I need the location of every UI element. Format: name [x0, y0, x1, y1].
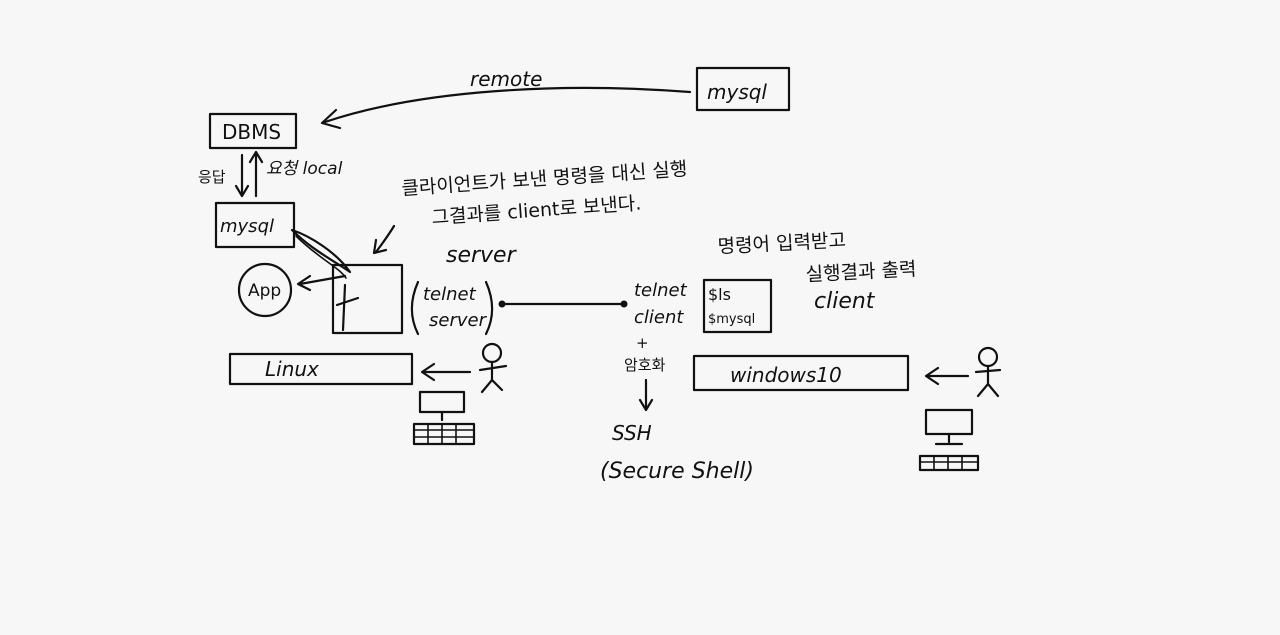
mysql-remote-box [695, 66, 791, 112]
telnet-server-line2: server [429, 310, 488, 331]
connection-dot-left [498, 300, 506, 308]
server-note-arrow [374, 224, 396, 254]
request-arrowhead [248, 150, 264, 164]
mysql-local-box [214, 201, 296, 249]
telnet-client-line2: client [634, 307, 684, 328]
app-label: App [248, 281, 281, 301]
remote-arrowhead [320, 108, 342, 130]
command-box [702, 278, 773, 334]
linux-user-arrowhead [420, 362, 436, 382]
dbms-label: DBMS [222, 120, 281, 144]
left-user-icon [478, 342, 508, 394]
right-computer-icon [918, 408, 980, 472]
server-program-cross [335, 283, 360, 332]
windows-user-arrowhead [924, 366, 940, 386]
encryption-label: 암호화 [624, 356, 666, 374]
mysql-remote-label: mysql [707, 80, 767, 104]
linux-box [228, 352, 414, 386]
mysql-link [290, 228, 352, 274]
telnet-server-bracket-left [410, 280, 420, 336]
command-mysql: $mysql [708, 312, 755, 327]
telnet-client-line1: telnet [634, 280, 688, 301]
server-heading: server [446, 243, 518, 268]
remote-arrow [323, 86, 692, 124]
client-heading: client [814, 289, 876, 314]
response-arrowhead [234, 184, 250, 198]
client-note-line2: 실행결과 출력 [805, 258, 917, 286]
ssh-arrowhead [638, 398, 654, 412]
app-arrowhead [296, 274, 312, 292]
windows-box [692, 354, 910, 392]
linux-label: Linux [265, 357, 319, 381]
connection-dot-right [620, 300, 628, 308]
windows-label: windows10 [730, 363, 842, 387]
mysql-local-label: mysql [220, 216, 274, 237]
ssh-label: SSH [612, 421, 652, 445]
command-ls: $ls [708, 285, 731, 304]
secure-shell-label: (Secure Shell) [600, 459, 754, 484]
server-note-line2: 그결과를 client로 보낸다. [431, 192, 642, 229]
right-user-icon [974, 346, 1002, 398]
left-computer-icon [412, 390, 476, 446]
client-note-line1: 명령어 입력받고 [717, 229, 846, 258]
mysql-link-outer [295, 235, 347, 279]
dbms-box [208, 112, 298, 150]
app-arrow [298, 274, 347, 286]
server-note-line1: 클라이언트가 보낸 명령을 대신 실행 [401, 158, 688, 200]
response-label: 응답 [198, 168, 226, 186]
app-circle [237, 262, 293, 318]
server-note-arrowhead [372, 238, 388, 255]
remote-label: remote [470, 67, 542, 91]
request-local-label: 요청 local [266, 159, 343, 179]
telnet-server-line1: telnet [423, 284, 477, 305]
telnet-server-bracket-right [484, 280, 494, 336]
server-program-box [331, 263, 404, 335]
encryption-plus: + [636, 334, 649, 352]
